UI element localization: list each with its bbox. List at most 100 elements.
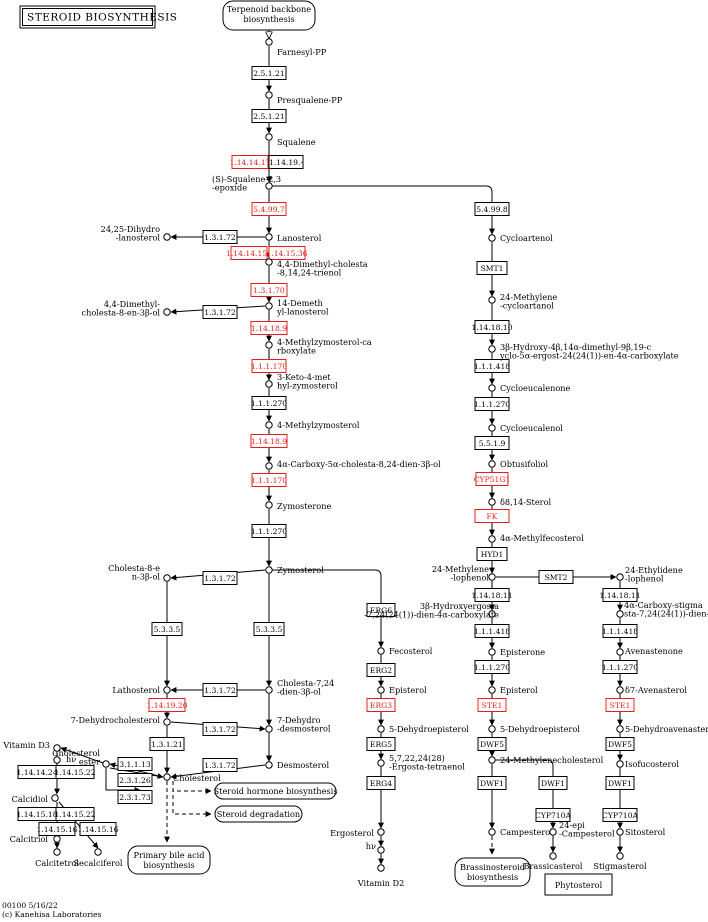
compound-node[interactable]: δ7-Avenasterol bbox=[616, 685, 687, 695]
compound-node[interactable]: Brassicasterol bbox=[523, 852, 583, 871]
compound-node[interactable]: Vitamin D2 bbox=[357, 864, 405, 888]
compound-node[interactable]: 5,7,22,24(28)-Ergosta-tetraenol bbox=[377, 753, 465, 772]
compound-node[interactable]: 3β-Hydroxyergosta-7,24(24(1))-dien-4α-ca… bbox=[364, 601, 499, 620]
enzyme-box[interactable]: DWF5 bbox=[477, 737, 507, 751]
enzyme-box[interactable]: ERG4 bbox=[366, 776, 396, 790]
enzyme-box[interactable]: 1.3.1.70 bbox=[250, 283, 288, 297]
enzyme-box[interactable]: SMT1 bbox=[476, 261, 508, 275]
enzyme-box[interactable]: 1.14.19.- bbox=[268, 155, 304, 169]
enzyme-box[interactable]: 1.3.1.72 bbox=[202, 758, 238, 772]
enzyme-box[interactable]: 1.14.15.16 bbox=[77, 822, 119, 836]
enzyme-box[interactable]: DWF1 bbox=[605, 776, 635, 790]
compound-node[interactable]: 24-Methylene-cycloartanol bbox=[488, 292, 558, 311]
enzyme-box[interactable]: 1.14.14.17 bbox=[229, 155, 271, 169]
enzyme-box[interactable]: CYP710A bbox=[535, 808, 571, 822]
compound-node[interactable]: Episterol bbox=[488, 685, 538, 695]
enzyme-box[interactable]: ERG5 bbox=[366, 737, 396, 751]
enzyme-box[interactable]: FK bbox=[474, 509, 510, 523]
compound-node[interactable]: 5-Dehydroepisterol bbox=[377, 724, 469, 734]
compound-node[interactable]: Cholesta-7,24-dien-3β-ol bbox=[265, 678, 335, 697]
enzyme-box[interactable]: 1.14.18.10 bbox=[471, 320, 513, 334]
enzyme-box[interactable]: DWF1 bbox=[538, 776, 568, 790]
compound-node[interactable]: Desmosterol bbox=[265, 760, 330, 770]
enzyme-box[interactable]: 1.3.1.72 bbox=[202, 722, 238, 736]
enzyme-box[interactable]: 2.3.1.73 bbox=[117, 790, 153, 804]
compound-node[interactable]: 24-Methylenecholesterol bbox=[488, 755, 604, 765]
compound-node[interactable]: Cycloeucalenol bbox=[488, 423, 563, 433]
compound-node[interactable]: 4,4-Dimethyl-cholesta-8,14,24-trienol bbox=[265, 258, 368, 278]
compound-node[interactable]: 24-Ethylidene-lophenol bbox=[616, 565, 683, 584]
compound-node[interactable]: Cholesterol bbox=[163, 773, 221, 783]
enzyme-box[interactable]: 1.1.1.270 bbox=[251, 524, 287, 538]
enzyme-box[interactable]: ERG2 bbox=[366, 663, 396, 677]
enzyme-box[interactable]: 5.3.3.5 bbox=[151, 622, 183, 636]
compound-node[interactable]: Stigmasterol bbox=[593, 852, 647, 871]
enzyme-box[interactable]: 5.3.3.5 bbox=[253, 622, 285, 636]
enzyme-box[interactable]: 1.1.1.170 bbox=[251, 473, 287, 487]
compound-node[interactable]: 24,25-Dihydro-lanosterol bbox=[101, 224, 171, 243]
compound-node[interactable]: Lanosterol bbox=[265, 233, 322, 243]
enzyme-box[interactable]: 2.3.1.26 bbox=[117, 773, 153, 787]
enzyme-box[interactable]: 1.14.14.154 bbox=[226, 246, 272, 260]
compound-node[interactable]: Fecosterol bbox=[377, 646, 433, 656]
enzyme-box[interactable]: 1.14.18.9 bbox=[250, 321, 288, 335]
compound-node[interactable]: (S)-Squalene-2,3-epoxide bbox=[212, 174, 281, 193]
enzyme-box[interactable]: 5.5.1.9 bbox=[474, 436, 510, 450]
enzyme-box[interactable]: HYD1 bbox=[476, 547, 508, 561]
compound-node[interactable]: Episterol bbox=[377, 685, 427, 695]
enzyme-box[interactable]: 1.14.18.9 bbox=[250, 434, 288, 448]
map-link-steroid-hormone[interactable]: Steroid hormone biosynthesis bbox=[214, 782, 338, 800]
compound-node[interactable]: Episterone bbox=[488, 647, 545, 657]
compound-node[interactable]: 24-Methylene-lophenol bbox=[432, 564, 496, 583]
enzyme-box[interactable]: 1.1.1.270 bbox=[602, 660, 638, 674]
enzyme-box[interactable]: SMT2 bbox=[538, 570, 574, 584]
enzyme-box[interactable]: ERG3 bbox=[366, 698, 396, 712]
compound-node[interactable]: 5-Dehydroavenasterol bbox=[616, 724, 708, 734]
compound-node[interactable]: Presqualene-PP bbox=[265, 91, 343, 105]
map-link-steroid-degradation[interactable]: Steroid degradation bbox=[214, 805, 303, 823]
compound-node[interactable]: Calcitriol bbox=[10, 834, 61, 844]
compound-node[interactable]: Calcitetrol bbox=[35, 848, 79, 868]
compound-node[interactable]: Squalene bbox=[265, 133, 316, 147]
enzyme-box[interactable]: 1.14.18.11 bbox=[599, 588, 641, 602]
compound-node[interactable]: 4α-Carboxy-stigmasta-7,24(24(1))-dien-3β… bbox=[616, 600, 708, 619]
compound-node[interactable]: Isofucosterol bbox=[616, 759, 680, 769]
enzyme-box[interactable]: 1.1.1.270 bbox=[474, 397, 510, 411]
enzyme-box[interactable]: STE1 bbox=[605, 698, 635, 712]
enzyme-box[interactable]: 1.14.18.11 bbox=[471, 588, 513, 602]
compound-node[interactable]: Campesterol bbox=[488, 827, 553, 837]
compound-node[interactable]: hν bbox=[366, 841, 385, 854]
compound-node[interactable]: 5-Dehydroepisterol bbox=[488, 724, 580, 734]
compound-node[interactable]: Obtusifoliol bbox=[488, 459, 549, 469]
enzyme-box[interactable]: DWF5 bbox=[605, 737, 635, 751]
compound-node[interactable]: Cycloeucalenone bbox=[488, 383, 571, 393]
compound-node[interactable]: Farnesyl-PP bbox=[265, 38, 327, 57]
enzyme-box[interactable]: 5.4.99.7 bbox=[251, 202, 287, 216]
compound-node[interactable]: 4α-Carboxy-5α-cholesta-8,24-dien-3β-ol bbox=[265, 459, 441, 470]
enzyme-box[interactable]: 1.3.1.72 bbox=[202, 305, 238, 319]
enzyme-box[interactable]: 3.1.1.13 bbox=[117, 757, 153, 771]
compound-node[interactable]: 4α-Methylfecosterol bbox=[488, 533, 584, 543]
enzyme-box[interactable]: 1.3.1.72 bbox=[202, 683, 238, 697]
compound-node[interactable]: Secalciferol bbox=[73, 848, 123, 868]
enzyme-box[interactable]: 1.14.15.22 bbox=[54, 807, 96, 821]
compound-node[interactable]: Lathosterol bbox=[112, 685, 171, 695]
enzyme-box[interactable]: ERG6 bbox=[366, 603, 396, 617]
enzyme-box[interactable]: DWF1 bbox=[477, 776, 507, 790]
enzyme-box[interactable]: STE1 bbox=[477, 698, 507, 712]
enzyme-box[interactable]: 1.1.1.418 bbox=[474, 624, 510, 638]
enzyme-box[interactable]: 2.5.1.21 bbox=[251, 109, 287, 123]
compound-node[interactable]: Calcidiol bbox=[12, 794, 59, 804]
enzyme-box[interactable]: 1.1.1.270 bbox=[251, 396, 287, 410]
compound-node[interactable]: 7-Dehydrocholesterol bbox=[71, 715, 171, 726]
enzyme-box[interactable]: 1.3.1.72 bbox=[202, 230, 238, 244]
enzyme-box[interactable]: 1.1.1.418 bbox=[602, 624, 638, 638]
compound-node[interactable]: Cycloartenol bbox=[488, 233, 553, 243]
